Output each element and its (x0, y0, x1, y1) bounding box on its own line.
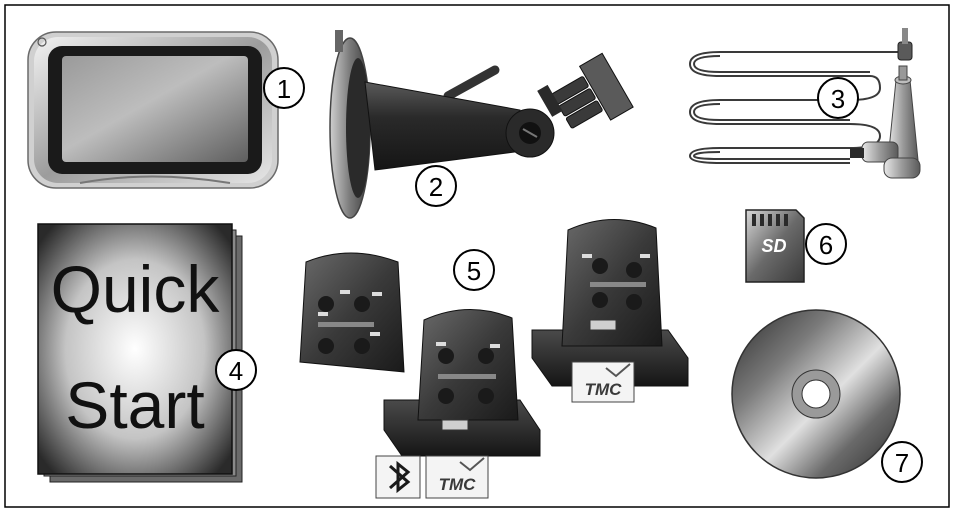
cradle-plain (299, 252, 405, 373)
tmc-badge-text: TMC (585, 380, 623, 399)
callout-2: 2 (415, 165, 457, 207)
tmc-badge: TMC (425, 455, 489, 499)
callout-7: 7 (881, 441, 923, 483)
callout-6: 6 (805, 223, 847, 265)
bluetooth-badge (375, 455, 421, 499)
sd-card: SD (745, 209, 805, 283)
sd-logo: SD (761, 236, 786, 256)
booklet-title-line2: Start (65, 368, 204, 442)
callout-label: 4 (229, 356, 243, 386)
car-charger-cable (688, 51, 900, 164)
navigation-device (27, 31, 279, 189)
quick-start-booklet: Quick Start (37, 223, 243, 483)
callout-label: 7 (895, 448, 909, 478)
callout-3: 3 (817, 77, 859, 119)
tmc-badge: TMC (571, 361, 635, 403)
tmc-badge-text: TMC (439, 475, 477, 494)
callout-5: 5 (453, 249, 495, 291)
power-icon (37, 37, 47, 47)
car-charger-plug (850, 28, 921, 179)
callout-4: 4 (215, 349, 257, 391)
windscreen-holder (329, 30, 634, 219)
callout-label: 3 (831, 84, 845, 114)
cradle-bluetooth-tmc (383, 309, 541, 457)
cradle-tmc (531, 219, 689, 387)
callout-label: 1 (277, 74, 291, 104)
disc (731, 309, 901, 479)
booklet-title-line1: Quick (51, 252, 221, 326)
callout-label: 5 (467, 256, 481, 286)
callout-label: 6 (819, 230, 833, 260)
callout-1: 1 (263, 67, 305, 109)
callout-label: 2 (429, 172, 443, 202)
bluetooth-icon (389, 460, 411, 494)
